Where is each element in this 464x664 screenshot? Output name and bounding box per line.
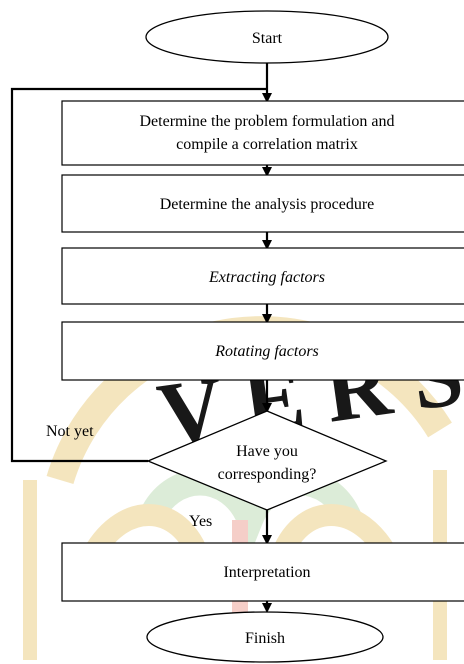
step4-box [61,321,464,381]
step5-box [61,542,464,602]
finish-terminator [146,611,384,663]
step5-label: Interpretation [223,564,310,581]
step3-label: Extracting factors [208,269,325,286]
step2-box [61,174,464,233]
no-label: Not yet [46,423,94,440]
start-label: Start [252,30,283,47]
step1-box [61,100,464,166]
decision-line1: Have you [236,443,298,460]
decision-line2: corresponding? [218,466,317,483]
finish-label: Finish [245,630,285,647]
step1-line1: Determine the problem formulation and [139,113,394,130]
step1-line2: compile a correlation matrix [176,136,358,153]
loop-back-connector [10,87,267,463]
step4-label: Rotating factors [214,343,319,360]
step2-label: Determine the analysis procedure [160,196,375,213]
yes-label: Yes [189,513,212,530]
